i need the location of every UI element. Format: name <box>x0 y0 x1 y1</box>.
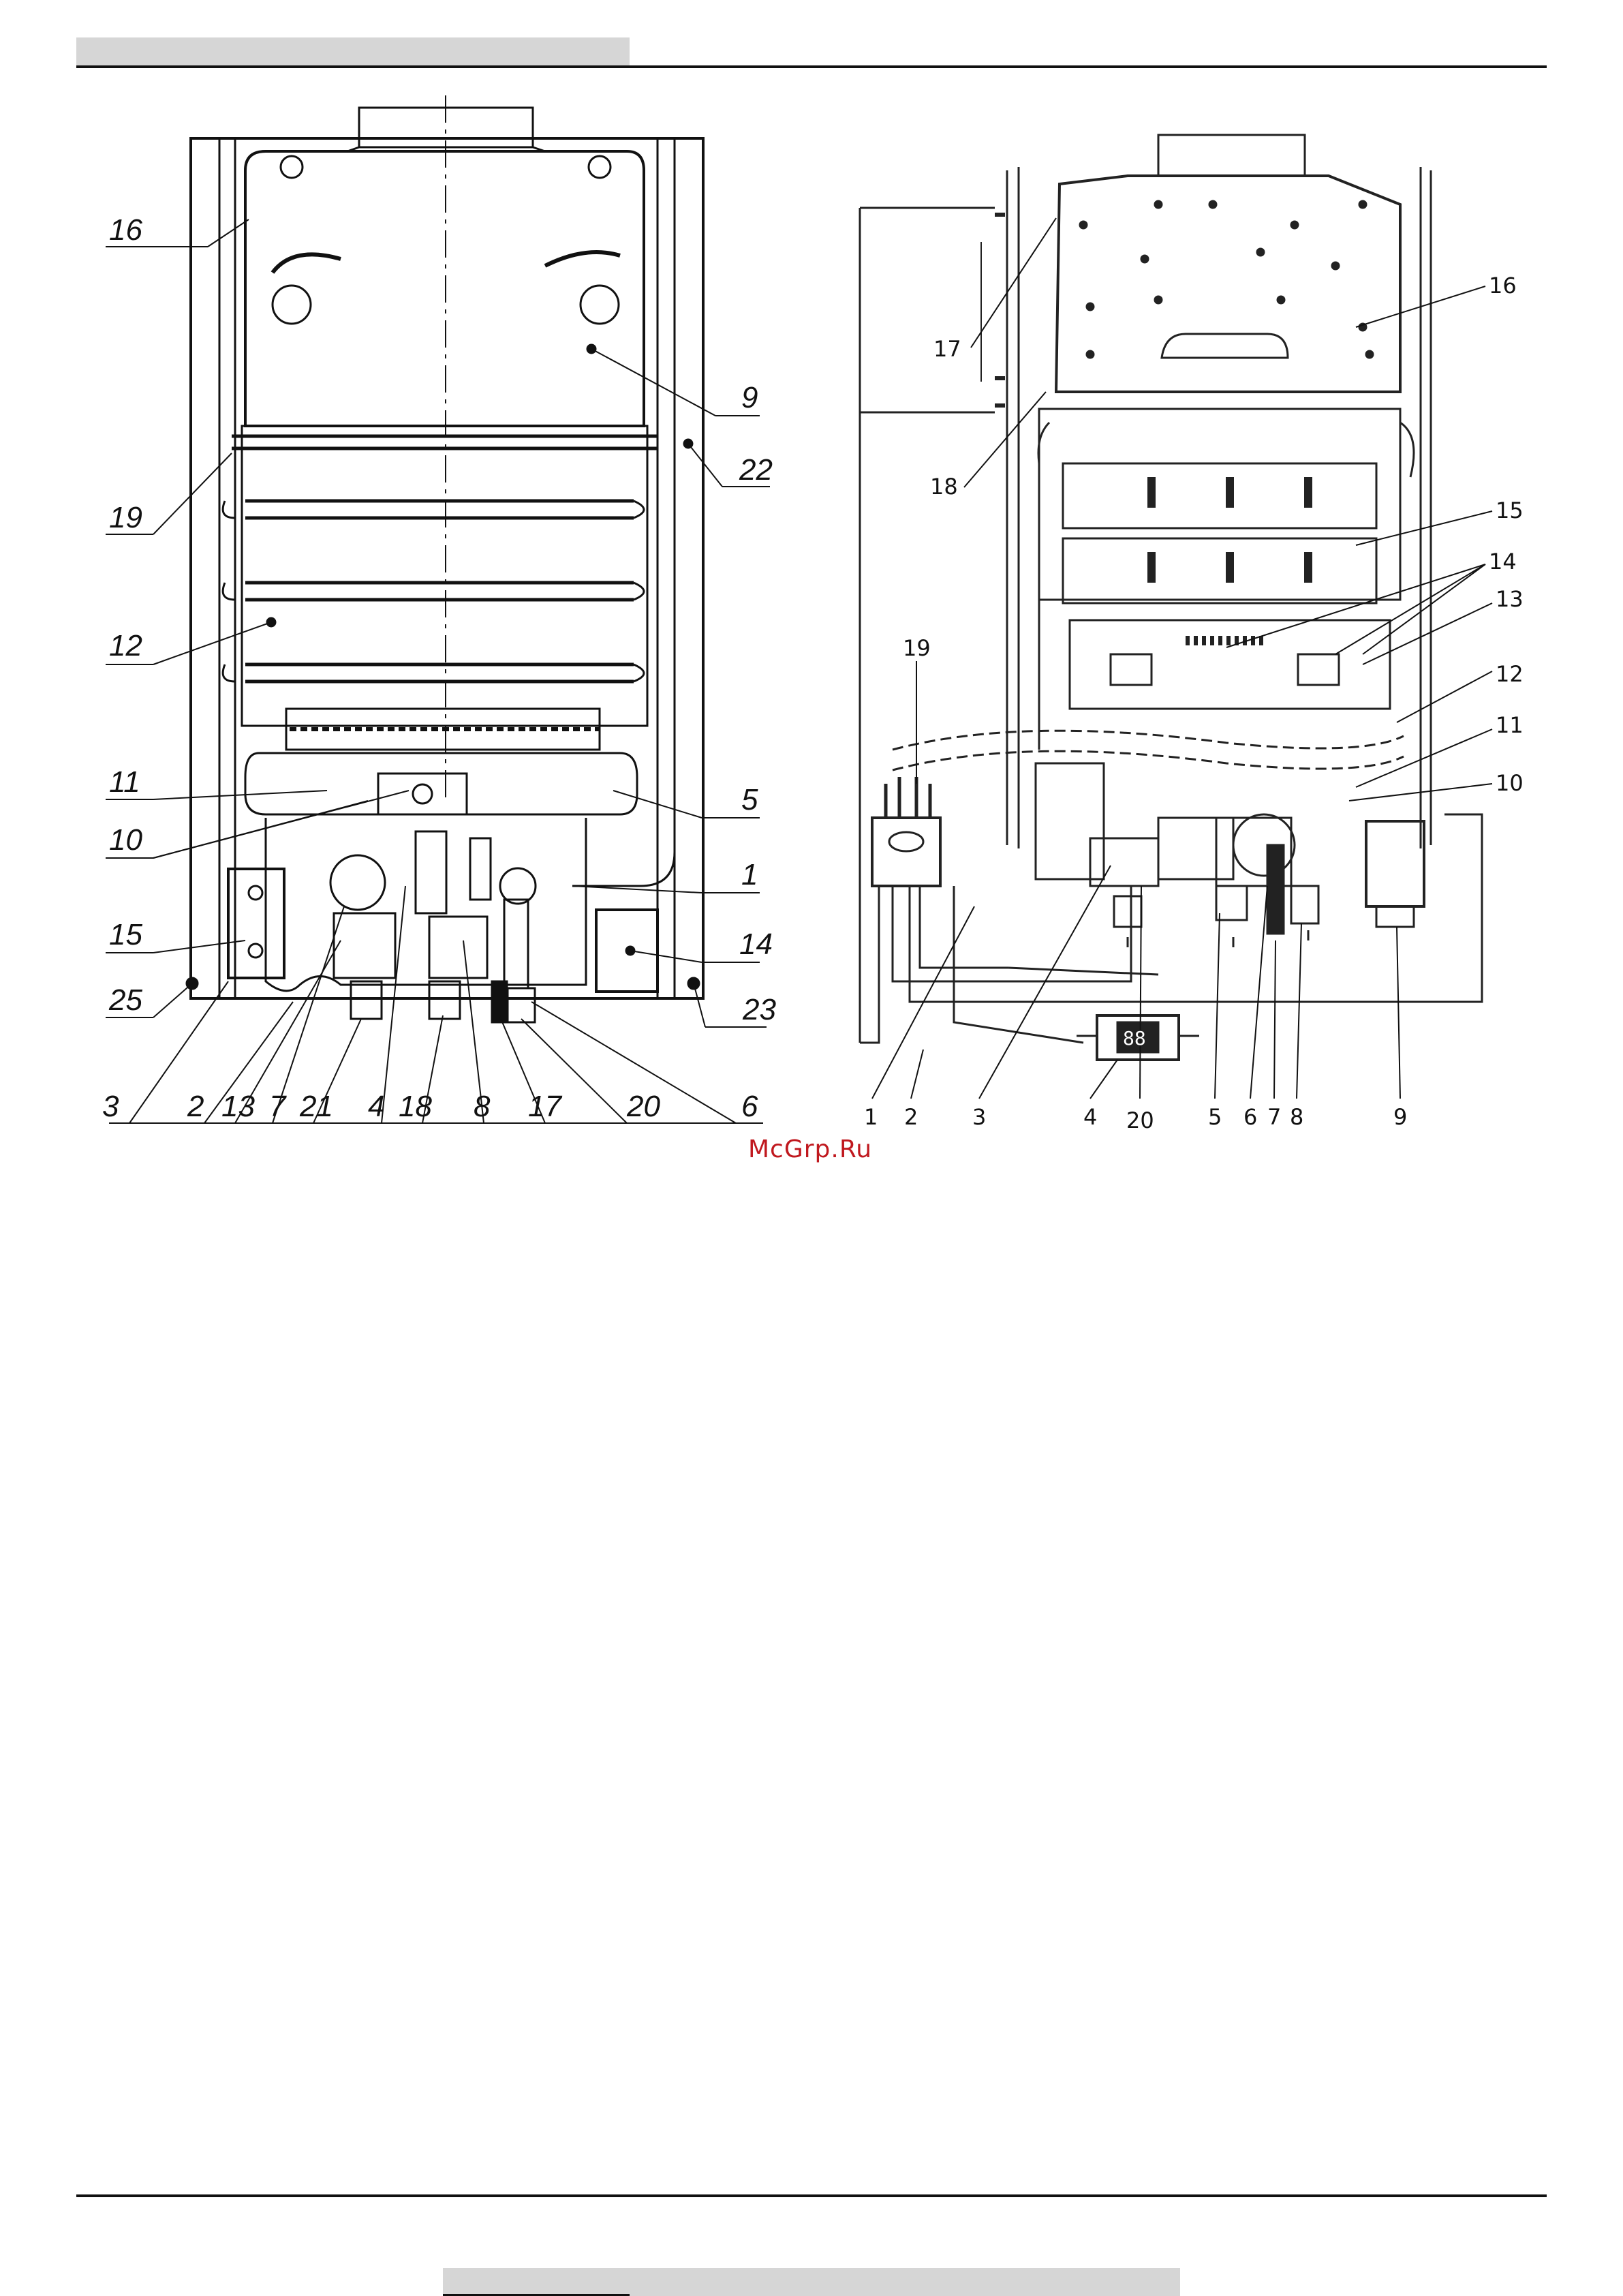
bottom-label-r9: 9 <box>1393 1104 1407 1130</box>
callout-11: 11 <box>109 765 140 799</box>
bottom-label-13: 13 <box>221 1090 255 1123</box>
bottom-label-21: 21 <box>299 1090 333 1123</box>
bottom-label-r3: 3 <box>972 1104 986 1130</box>
right-callout-labels: 17 16 18 15 14 13 19 12 11 10 1 2 3 4 20… <box>864 273 1524 1133</box>
callout-10: 10 <box>109 823 142 857</box>
right-heater-drawing <box>860 135 1482 1060</box>
bottom-label-r5: 5 <box>1208 1104 1222 1130</box>
bottom-label-6: 6 <box>741 1090 758 1123</box>
callout-r16: 16 <box>1489 273 1517 299</box>
watermark: McGrp.Ru <box>748 1135 872 1163</box>
bottom-label-4: 4 <box>368 1090 384 1123</box>
callout-r15: 15 <box>1496 498 1524 523</box>
bottom-label-18: 18 <box>399 1090 432 1123</box>
bottom-label-7: 7 <box>269 1090 287 1123</box>
callout-9: 9 <box>741 381 758 414</box>
bottom-label-17: 17 <box>528 1090 562 1123</box>
callout-15: 15 <box>109 918 142 951</box>
callout-1: 1 <box>741 858 758 891</box>
bottom-label-2: 2 <box>187 1090 204 1123</box>
bottom-label-3: 3 <box>102 1090 119 1123</box>
callout-r10: 10 <box>1496 770 1524 796</box>
callout-23: 23 <box>742 993 776 1026</box>
bottom-label-20: 20 <box>626 1090 660 1123</box>
callout-r18: 18 <box>930 474 958 500</box>
callout-5: 5 <box>741 783 758 816</box>
bottom-label-8: 8 <box>474 1090 491 1123</box>
callout-25: 25 <box>108 983 142 1017</box>
bottom-label-r1: 1 <box>864 1104 878 1130</box>
callout-14: 14 <box>739 928 773 961</box>
left-leader-lines <box>106 219 770 1123</box>
callout-r14: 14 <box>1489 549 1517 575</box>
bottom-label-r8: 8 <box>1290 1104 1303 1130</box>
bottom-label-r7: 7 <box>1267 1104 1281 1130</box>
callout-22: 22 <box>739 453 773 487</box>
callout-r19: 19 <box>903 635 931 661</box>
bottom-label-r20: 20 <box>1126 1107 1154 1133</box>
bottom-label-r2: 2 <box>904 1104 918 1130</box>
callout-19: 19 <box>109 501 142 534</box>
callout-16: 16 <box>109 213 142 247</box>
callout-r12: 12 <box>1496 661 1524 687</box>
callout-12: 12 <box>109 629 142 662</box>
callout-r11: 11 <box>1496 712 1524 738</box>
bottom-label-r4: 4 <box>1083 1104 1097 1130</box>
bottom-label-r6: 6 <box>1243 1104 1257 1130</box>
callout-r13: 13 <box>1496 586 1524 612</box>
callout-r17: 17 <box>933 336 961 362</box>
display-readout: 88 <box>1123 1027 1146 1050</box>
